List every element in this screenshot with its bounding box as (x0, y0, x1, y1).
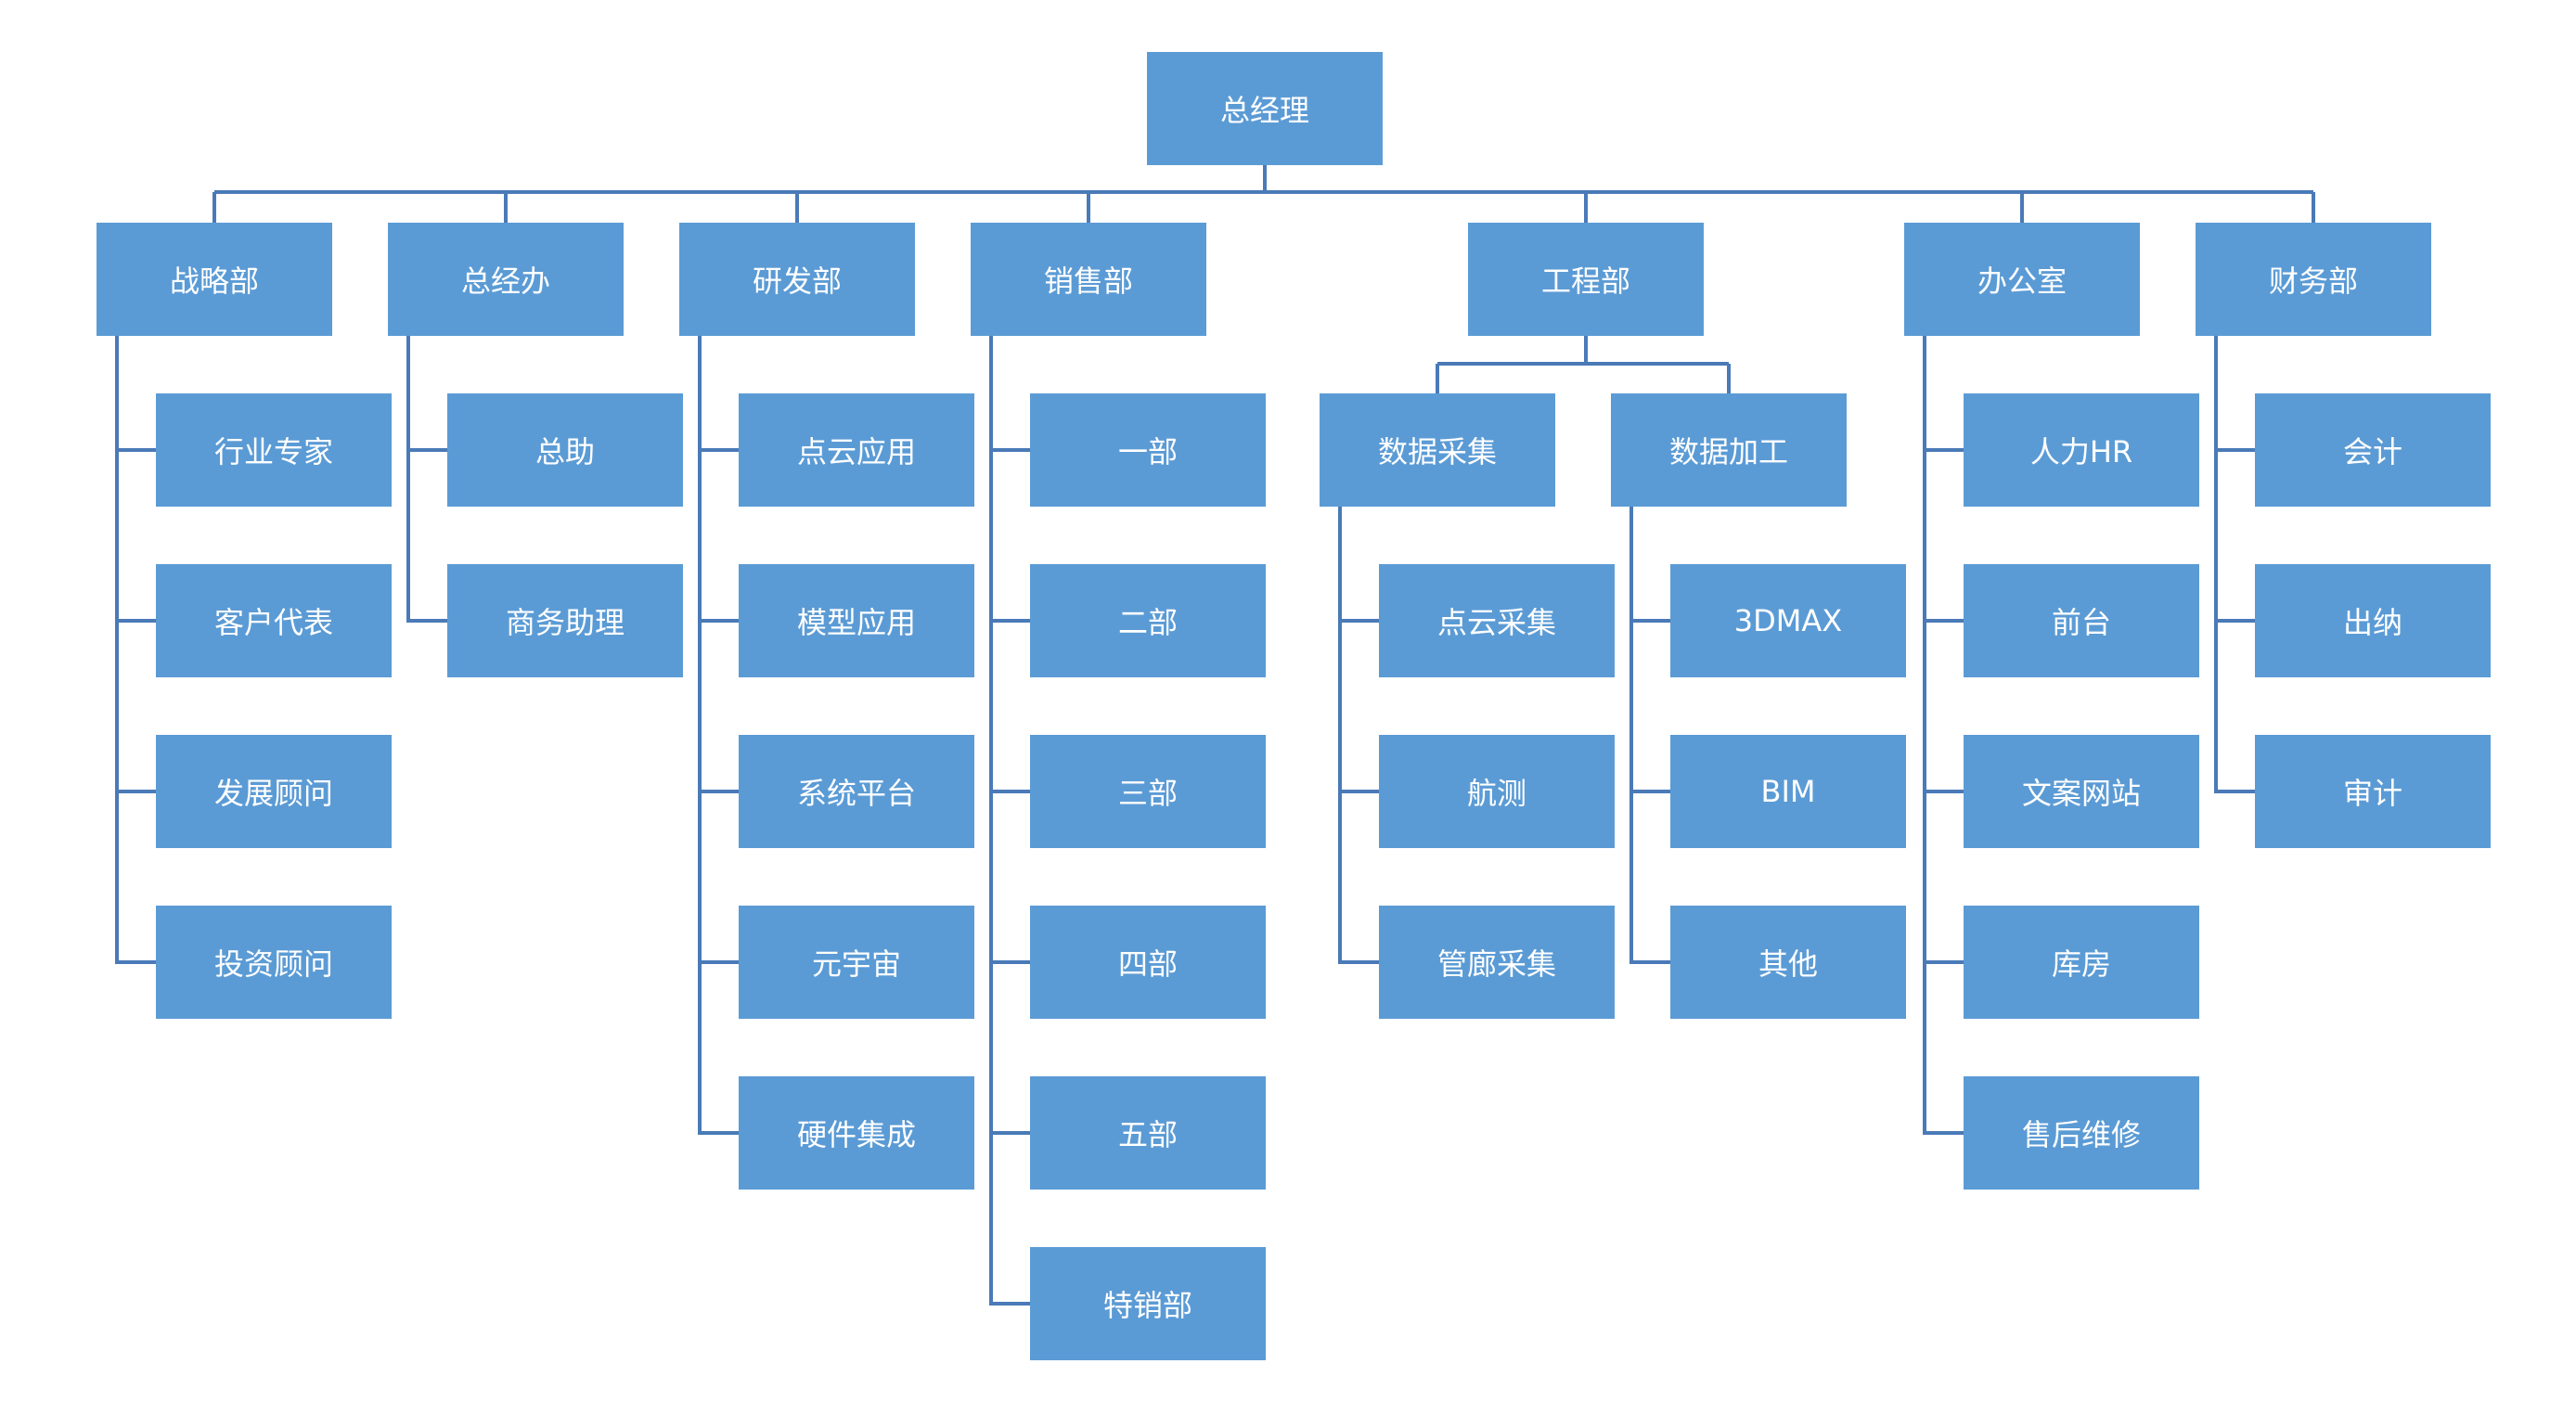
child-node-g0c1: 航测 (1379, 735, 1615, 848)
dept-node-d3: 销售部 (971, 223, 1206, 336)
child-node-g0c2: 管廊采集 (1379, 906, 1615, 1019)
child-node-d6c1: 出纳 (2255, 564, 2491, 677)
child-node-d5c2: 文案网站 (1964, 735, 2199, 848)
child-node-d2c4: 硬件集成 (739, 1076, 974, 1190)
bracket-d0 (115, 336, 156, 964)
dept-node-d5: 办公室 (1904, 223, 2140, 336)
child-node-d0c3: 投资顾问 (156, 906, 392, 1019)
child-node-d1c0: 总助 (447, 393, 683, 507)
child-node-g1c1: BIM (1670, 735, 1906, 848)
bracket-g0 (1338, 507, 1379, 964)
bracket-d5 (1923, 336, 1964, 1135)
child-node-d0c2: 发展顾问 (156, 735, 392, 848)
child-node-d2c0: 点云应用 (739, 393, 974, 507)
dept-node-d0: 战略部 (97, 223, 332, 336)
child-node-d2c1: 模型应用 (739, 564, 974, 677)
child-node-d5c1: 前台 (1964, 564, 2199, 677)
group-node-g0: 数据采集 (1320, 393, 1555, 507)
root-bus-connector (213, 165, 2315, 223)
bracket-d1 (406, 336, 447, 623)
child-node-d2c3: 元宇宙 (739, 906, 974, 1019)
child-node-d6c0: 会计 (2255, 393, 2491, 507)
dept-node-d6: 财务部 (2196, 223, 2431, 336)
child-node-d5c4: 售后维修 (1964, 1076, 2199, 1190)
child-node-d6c2: 审计 (2255, 735, 2491, 848)
child-node-d0c0: 行业专家 (156, 393, 392, 507)
child-node-d2c2: 系统平台 (739, 735, 974, 848)
child-node-d3c2: 三部 (1030, 735, 1266, 848)
root-node: 总经理 (1147, 52, 1383, 165)
child-node-g1c2: 其他 (1670, 906, 1906, 1019)
bracket-d6 (2214, 336, 2255, 793)
child-node-d3c1: 二部 (1030, 564, 1266, 677)
group-bus-d4 (1436, 336, 1731, 393)
child-node-d3c3: 四部 (1030, 906, 1266, 1019)
child-node-d3c4: 五部 (1030, 1076, 1266, 1190)
bracket-d2 (698, 336, 739, 1135)
child-node-g1c0: 3DMAX (1670, 564, 1906, 677)
dept-node-d4: 工程部 (1468, 223, 1704, 336)
child-node-d5c0: 人力HR (1964, 393, 2199, 507)
child-node-d1c1: 商务助理 (447, 564, 683, 677)
bracket-g1 (1629, 507, 1670, 964)
dept-node-d2: 研发部 (679, 223, 915, 336)
child-node-d3c5: 特销部 (1030, 1247, 1266, 1360)
child-node-g0c0: 点云采集 (1379, 564, 1615, 677)
child-node-d5c3: 库房 (1964, 906, 2199, 1019)
group-node-g1: 数据加工 (1611, 393, 1847, 507)
child-node-d3c0: 一部 (1030, 393, 1266, 507)
child-node-d0c1: 客户代表 (156, 564, 392, 677)
bracket-d3 (989, 336, 1030, 1306)
dept-node-d1: 总经办 (388, 223, 624, 336)
